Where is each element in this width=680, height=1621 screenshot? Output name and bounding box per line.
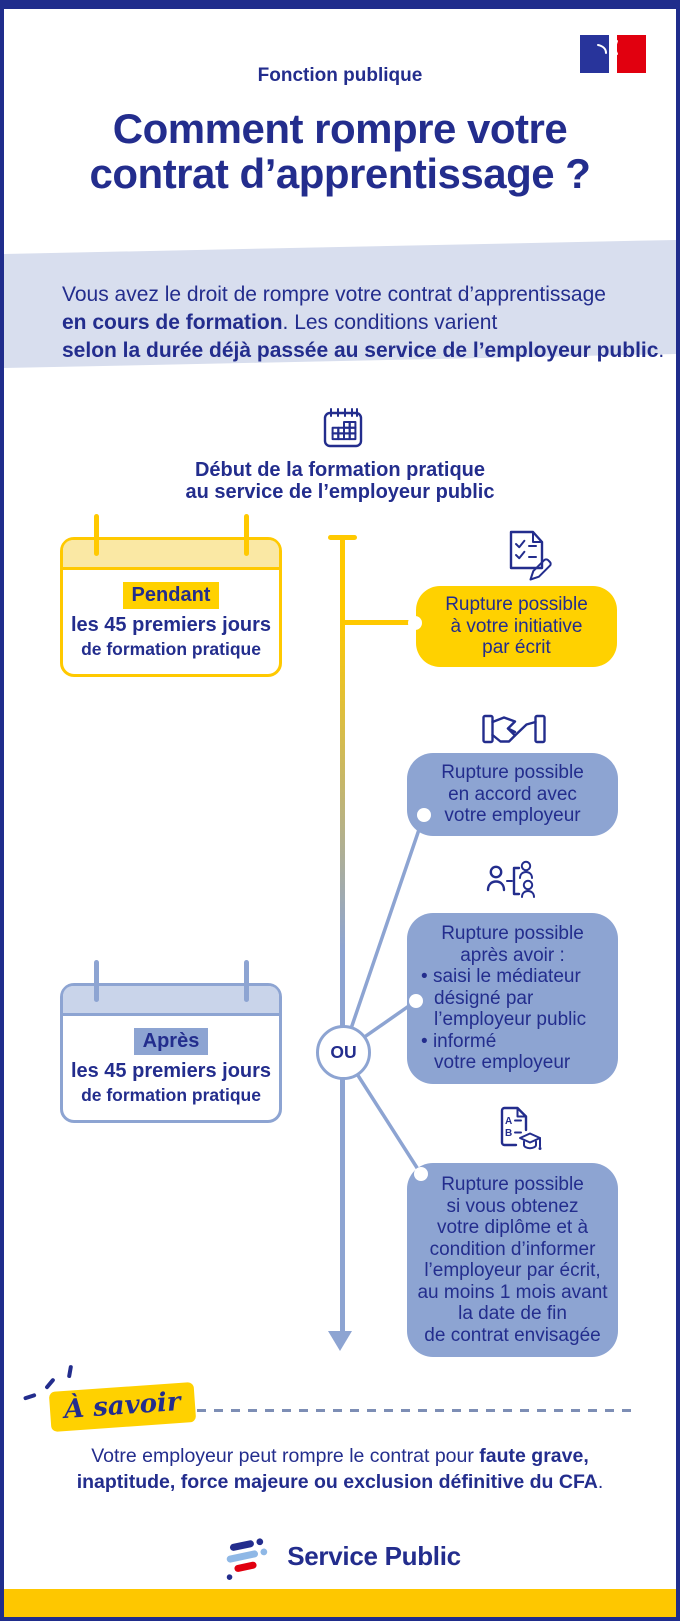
calendar-peg	[244, 514, 249, 556]
timeline-start-heading: Début de la formation pratique au servic…	[185, 459, 495, 503]
a-savoir-badge: À savoir	[48, 1382, 196, 1432]
french-government-logo	[580, 35, 646, 73]
note-line2-bold: inaptitude, force majeure ou exclusion d…	[76, 1471, 598, 1493]
connector-dot	[414, 1167, 428, 1181]
pendant-period-card: Pendant les 45 premiers jours de formati…	[60, 537, 282, 677]
note-line2-regular: .	[597, 1471, 604, 1493]
timeline-line	[340, 535, 345, 1333]
connector-dot	[409, 994, 423, 1008]
note-text: Votre employeur peut rompre le contrat p…	[44, 1443, 636, 1495]
svg-text:B: B	[505, 1128, 512, 1139]
calendar-peg	[94, 960, 99, 1002]
apres-line2: les 45 premiers jours	[70, 1060, 272, 1082]
apres-highlight: Après	[133, 1028, 209, 1055]
intro-line3-rest: .	[658, 339, 665, 362]
calendar-peg	[244, 960, 249, 1002]
calendar-card-band	[63, 986, 279, 1016]
timeline-arrowhead-icon	[328, 1331, 352, 1351]
outcome-initiative-bubble: Rupture possible à votre initiative par …	[416, 586, 617, 667]
mediateur-bullets: saisi le médiateur désigné par l’employe…	[421, 966, 612, 1074]
calendar-peg	[94, 514, 99, 556]
pendant-highlight: Pendant	[122, 582, 220, 609]
dashed-divider	[180, 1409, 632, 1412]
outcome-accord-bubble: Rupture possible en accord avec votre em…	[407, 753, 618, 836]
note-line1-regular: Votre employeur peut rompre le contrat p…	[91, 1445, 480, 1467]
or-node: OU	[316, 1025, 371, 1080]
handshake-icon	[481, 707, 547, 758]
spark-line-icon	[23, 1392, 37, 1401]
bottom-accent-bar	[4, 1589, 676, 1617]
apres-line3: de formation pratique	[81, 1085, 261, 1105]
intro-line1: Vous avez le droit de rompre votre contr…	[62, 283, 606, 306]
mediateur-bullet-2: informé votre employeur	[421, 1031, 612, 1074]
service-public-logo-marks-icon	[226, 1538, 268, 1580]
page-title: Comment rompre votre contrat d’apprentis…	[89, 105, 591, 197]
calendar-card-band	[63, 540, 279, 570]
intro-line3-bold: selon la durée déjà passée au service de…	[62, 339, 659, 362]
service-public-logo-text: Service Public	[287, 1540, 461, 1571]
spark-line-icon	[44, 1377, 56, 1390]
connector-initiative	[342, 620, 418, 625]
note-line1-bold: faute grave,	[479, 1445, 589, 1467]
spark-line-icon	[66, 1364, 73, 1379]
checklist-pencil-icon	[502, 527, 554, 588]
mediateur-bullet-1: saisi le médiateur désigné par l’employe…	[421, 966, 612, 1031]
pendant-line2: les 45 premiers jours	[70, 614, 272, 636]
intro-line2-bold: en cours de formation	[62, 311, 283, 334]
svg-text:A: A	[505, 1116, 512, 1127]
apres-period-card: Après les 45 premiers jours de formation…	[60, 983, 282, 1123]
outcome-diplome-bubble: Rupture possible si vous obtenez votre d…	[407, 1163, 618, 1357]
service-public-logo: Service Public	[4, 1525, 676, 1587]
intro-line2-rest: . Les conditions varient	[282, 311, 498, 334]
outcome-mediateur-bubble: Rupture possible après avoir : saisi le …	[407, 913, 618, 1084]
category-label: Fonction publique	[257, 65, 423, 86]
mediateur-intro: Rupture possible après avoir :	[441, 923, 584, 966]
pendant-line3: de formation pratique	[81, 639, 261, 659]
connector-dot	[408, 616, 422, 630]
calendar-icon	[319, 405, 367, 452]
mediator-people-icon	[486, 857, 542, 914]
diploma-graduation-icon: A B	[490, 1105, 542, 1164]
intro-text: Vous avez le droit de rompre votre contr…	[62, 281, 664, 365]
connector-dot	[417, 808, 431, 822]
